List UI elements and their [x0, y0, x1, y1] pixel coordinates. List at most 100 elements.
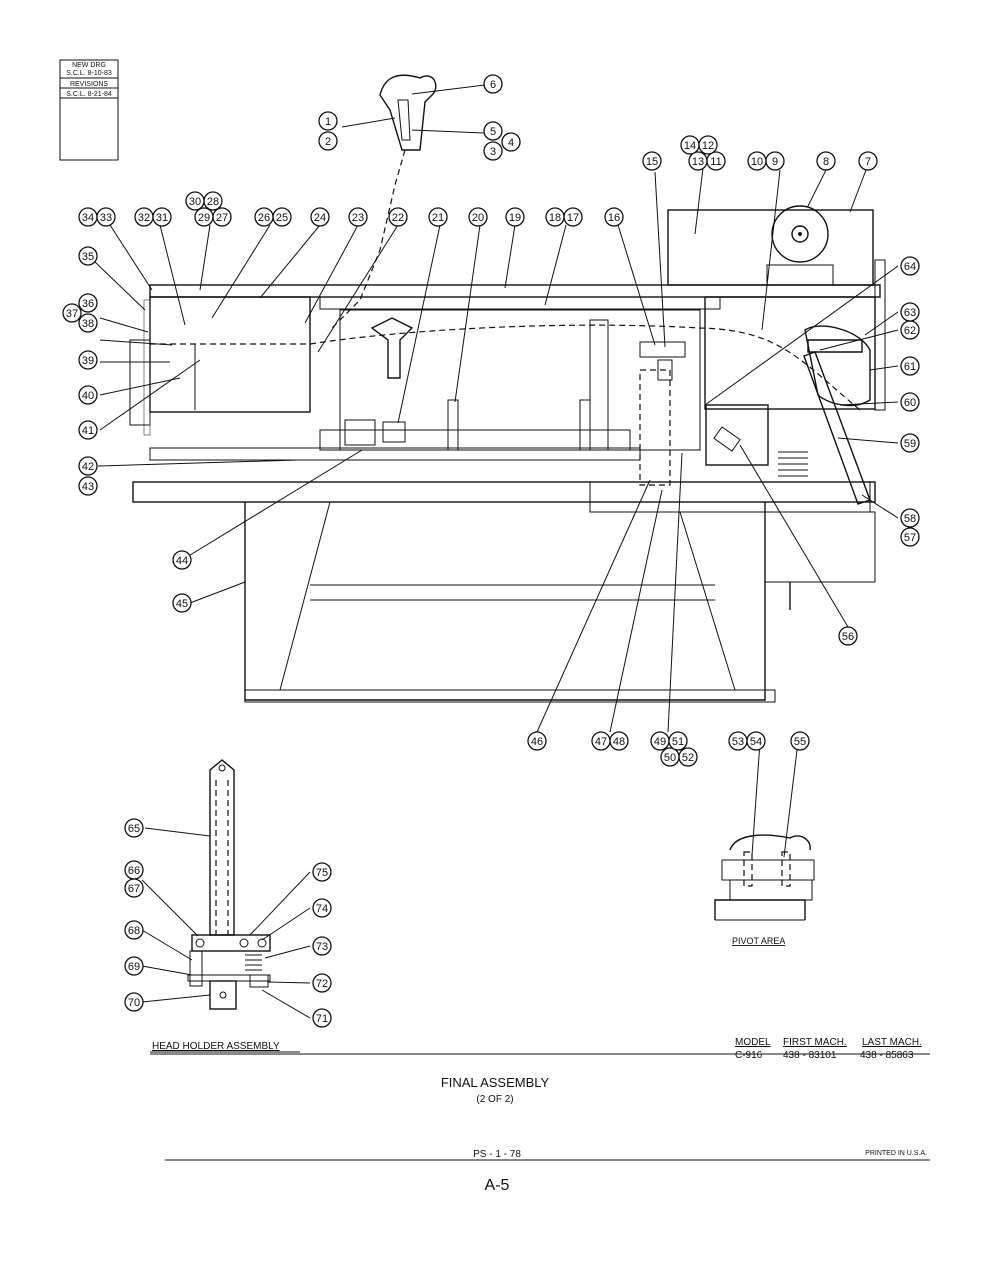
- svg-text:21: 21: [432, 212, 444, 224]
- callout-23: 23: [348, 207, 368, 227]
- first-mach-value: 438 - 83101: [783, 1050, 837, 1061]
- callout-62: 62: [900, 320, 920, 340]
- svg-text:75: 75: [316, 867, 328, 879]
- svg-text:70: 70: [128, 997, 140, 1009]
- callout-57: 57: [900, 527, 920, 547]
- svg-text:72: 72: [316, 978, 328, 990]
- first-mach-header: FIRST MACH.: [783, 1037, 847, 1048]
- svg-text:37: 37: [66, 308, 78, 320]
- svg-text:69: 69: [128, 961, 140, 973]
- pivot-area-drawing: PIVOT AREA: [714, 834, 815, 946]
- svg-text:18: 18: [549, 212, 561, 224]
- callout-58: 58: [900, 508, 920, 528]
- svg-text:34: 34: [82, 212, 94, 224]
- svg-text:57: 57: [904, 532, 916, 544]
- callout-69: 69: [124, 956, 144, 976]
- callout-41: 41: [78, 420, 98, 440]
- svg-text:64: 64: [904, 261, 916, 273]
- svg-text:16: 16: [608, 212, 620, 224]
- rev-row-4: S.C.L. 8-21-84: [66, 91, 112, 98]
- svg-text:44: 44: [176, 555, 188, 567]
- callout-31: 31: [152, 207, 172, 227]
- callout-2: 2: [318, 131, 338, 151]
- svg-text:71: 71: [316, 1013, 328, 1025]
- svg-text:47: 47: [595, 736, 607, 748]
- leader-lines: [94, 83, 899, 1019]
- callout-6: 6: [483, 74, 503, 94]
- svg-text:5: 5: [490, 126, 496, 138]
- callout-71: 71: [312, 1008, 332, 1028]
- callout-70: 70: [124, 992, 144, 1012]
- printed-in: PRINTED IN U.S.A.: [865, 1150, 927, 1157]
- callout-15: 15: [642, 151, 662, 171]
- callout-5: 5: [483, 121, 503, 141]
- callout-49: 49: [650, 731, 670, 751]
- svg-text:8: 8: [823, 156, 829, 168]
- callout-36: 36: [78, 293, 98, 313]
- callout-11: 11: [706, 151, 726, 171]
- svg-text:35: 35: [82, 251, 94, 263]
- head-holder-label: HEAD HOLDER ASSEMBLY: [152, 1041, 280, 1052]
- callout-33: 33: [96, 207, 116, 227]
- svg-text:53: 53: [732, 736, 744, 748]
- callout-47: 47: [591, 731, 611, 751]
- callout-20: 20: [468, 207, 488, 227]
- svg-text:62: 62: [904, 325, 916, 337]
- svg-text:66: 66: [128, 865, 140, 877]
- svg-text:4: 4: [508, 137, 514, 149]
- callout-43: 43: [78, 476, 98, 496]
- callout-19: 19: [505, 207, 525, 227]
- svg-text:1: 1: [325, 116, 331, 128]
- callout-37: 37: [62, 303, 82, 323]
- svg-text:11: 11: [710, 156, 721, 168]
- svg-text:23: 23: [352, 212, 364, 224]
- svg-text:19: 19: [509, 212, 521, 224]
- svg-text:33: 33: [100, 212, 112, 224]
- svg-text:6: 6: [490, 79, 496, 91]
- callout-10: 10: [747, 151, 767, 171]
- drawing-title: FINAL ASSEMBLY: [441, 1075, 550, 1090]
- page-number: A-5: [485, 1177, 510, 1194]
- callout-72: 72: [312, 973, 332, 993]
- callout-39: 39: [78, 350, 98, 370]
- svg-text:39: 39: [82, 355, 94, 367]
- callout-61: 61: [900, 356, 920, 376]
- callout-45: 45: [172, 593, 192, 613]
- svg-text:15: 15: [646, 156, 658, 168]
- callout-48: 48: [609, 731, 629, 751]
- svg-text:51: 51: [672, 736, 684, 748]
- callout-16: 16: [604, 207, 624, 227]
- svg-text:41: 41: [82, 425, 94, 437]
- revision-block: NEW DRG S.C.L. 8-10-83 REVISIONS S.C.L. …: [59, 59, 119, 161]
- svg-text:60: 60: [904, 397, 916, 409]
- svg-text:45: 45: [176, 598, 188, 610]
- callout-56: 56: [838, 626, 858, 646]
- svg-text:13: 13: [692, 156, 704, 168]
- callout-60: 60: [900, 392, 920, 412]
- callout-54: 54: [746, 731, 766, 751]
- callout-74: 74: [312, 898, 332, 918]
- callout-44: 44: [172, 550, 192, 570]
- svg-text:2: 2: [325, 136, 331, 148]
- callout-1: 1: [318, 111, 338, 131]
- blade-detail: [329, 74, 437, 331]
- callout-68: 68: [124, 920, 144, 940]
- callout-73: 73: [312, 936, 332, 956]
- svg-text:12: 12: [702, 140, 714, 152]
- callout-65: 65: [124, 818, 144, 838]
- callout-14: 14: [680, 135, 700, 155]
- svg-text:3: 3: [490, 146, 496, 158]
- svg-text:29: 29: [198, 212, 210, 224]
- callout-55: 55: [790, 731, 810, 751]
- svg-text:24: 24: [314, 212, 326, 224]
- model-value: C-916: [735, 1050, 763, 1061]
- svg-text:9: 9: [772, 156, 778, 168]
- svg-text:65: 65: [128, 823, 140, 835]
- callout-67: 67: [124, 878, 144, 898]
- callout-3: 3: [483, 141, 503, 161]
- rev-row-3: REVISIONS: [70, 81, 108, 88]
- callout-12: 12: [698, 135, 718, 155]
- svg-text:7: 7: [865, 156, 871, 168]
- svg-text:10: 10: [751, 156, 763, 168]
